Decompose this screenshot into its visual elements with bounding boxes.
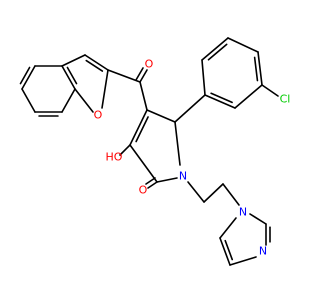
bond-furan-inner [85, 59, 104, 72]
bond-benzene [61, 88, 76, 113]
bond-chlorophenyl [234, 84, 263, 109]
bond-pyrrolone [129, 144, 158, 183]
bond-imidazole [219, 217, 237, 239]
bond-chlorophenyl-inner [253, 56, 259, 82]
bond-benzene [21, 88, 36, 113]
atom-label-imidazole-nitrogen-1: N [239, 206, 247, 219]
atom-label-lactam-oxygen: O [139, 184, 148, 197]
bond-chlorophenyl-inner [210, 92, 233, 104]
atom-label-hydroxyl: HO [106, 151, 123, 164]
bond-hydroxyl [119, 144, 131, 156]
bond-imidazole [229, 256, 257, 266]
bond-benzene-inner [19, 66, 31, 85]
bond-pyrrolone [156, 177, 178, 183]
bond-lactam [147, 181, 158, 189]
bond-propyl [222, 183, 240, 206]
bond-furan [74, 88, 94, 113]
atom-label-ketone-oxygen: O [145, 58, 154, 71]
bond-aryl-link [174, 94, 206, 123]
bond-pyrrolone [146, 109, 176, 123]
bond-furan [101, 69, 109, 109]
bond-pyrrolone [129, 109, 148, 146]
bond-chlorophenyl-inner [207, 43, 228, 61]
bond-chlorophenyl [204, 94, 236, 109]
bond-ketone-co [139, 69, 148, 83]
bond-chlorophenyl [227, 37, 259, 53]
bond-ketone-link [107, 69, 141, 83]
bond-ketone-co-2 [135, 67, 144, 81]
bond-benzene [21, 65, 36, 90]
bond-imidazole [219, 237, 231, 266]
bond-pyrrolone-inner [135, 116, 149, 143]
bond-propyl [187, 181, 205, 203]
bond-chlorophenyl [201, 59, 206, 96]
bond-chlorophenyl [201, 37, 229, 61]
bond-furan [61, 54, 86, 67]
bond-pyrrolone [174, 121, 181, 166]
bond-furan [84, 54, 109, 71]
bond-imidazole [249, 213, 267, 225]
atom-label-chlorine: Cl [280, 93, 291, 106]
atom-label-pyrrolone-nitrogen: N [179, 170, 187, 183]
bond-lines [19, 37, 279, 266]
bond-propyl [203, 183, 224, 203]
bond-lactam-2 [145, 177, 156, 185]
bond-chlorine [261, 84, 279, 97]
atom-labels: O O Cl HO N O N N [94, 58, 291, 258]
bond-benzene-inner [66, 66, 78, 85]
molecule-structure: O O Cl HO N O N N [19, 37, 291, 266]
atom-label-furan-oxygen: O [94, 109, 103, 122]
bond-chlorophenyl [257, 51, 263, 86]
bond-to-pyrrolone [139, 81, 148, 111]
atom-label-imidazole-nitrogen-3: N [259, 245, 267, 258]
bond-benzene [61, 65, 76, 90]
bond-imidazole-inner [224, 239, 234, 261]
